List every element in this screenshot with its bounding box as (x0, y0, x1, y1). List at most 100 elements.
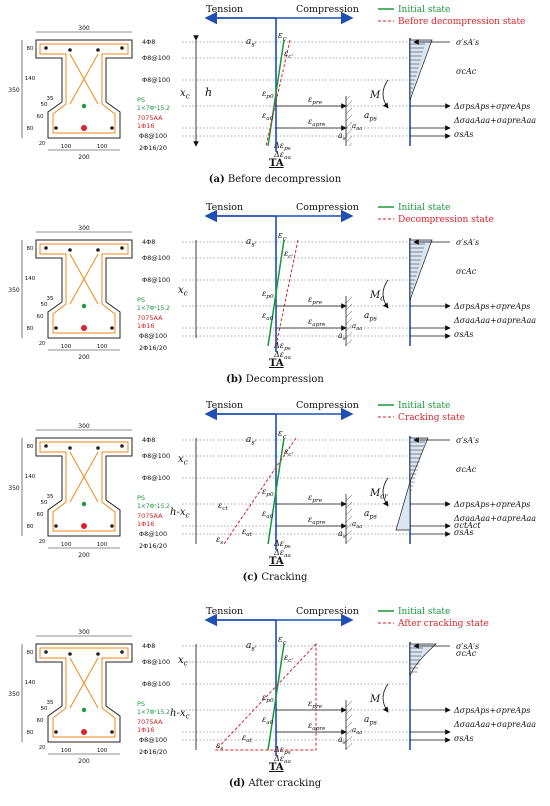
label-stirrup-1: Φ8@100 (142, 54, 170, 62)
legend-initial-label: Initial state (398, 607, 450, 617)
a-s-prime-label: as' (246, 237, 257, 248)
eps-a0-label: εa0 (262, 111, 274, 122)
legend-initial-label: Initial state (398, 203, 450, 213)
rebar-dot (44, 444, 48, 448)
rebar-dot (44, 246, 48, 250)
label-4phi8: 4Φ8 (142, 38, 155, 46)
h-minus-xc-label: h-xc (170, 507, 190, 520)
a-aa-label: aaa (352, 122, 362, 132)
support-hatch (346, 96, 352, 146)
rebar-dot (120, 46, 124, 50)
rebar-dot (110, 126, 114, 130)
label-ps-strand: 1×7Φˢ15.2 (137, 105, 170, 112)
prestress-strand-dot (81, 103, 87, 109)
xc-label: xc (178, 454, 188, 467)
eps-apre-label: εapre (308, 117, 326, 128)
delta-eps-aa-label: Δεaa (273, 150, 292, 161)
rebar-dot (120, 444, 124, 448)
dim-100-right: 100 (97, 144, 108, 150)
moment-label: M (369, 694, 381, 705)
dim-100-left: 100 (61, 144, 72, 150)
dim-35: 35 (47, 700, 54, 706)
rebar-dot (110, 524, 114, 528)
label-ps-strand: 1×7Φˢ15.2 (137, 305, 170, 312)
eps-c-label: εc (278, 429, 287, 440)
support-hatch (346, 494, 352, 544)
rebar-dot (54, 326, 58, 330)
caption-text: Decompression (243, 374, 325, 385)
eps-a0-label: εa0 (262, 715, 274, 726)
dim-100-left: 100 (61, 344, 72, 350)
label-stirrup-1: Φ8@100 (142, 452, 170, 460)
label-1phi16: 1Φ16 (137, 520, 155, 528)
eps-at-label: εat (242, 527, 253, 538)
top-force-label: σ′sA′s (456, 642, 479, 651)
top-force-label: σ′sA′s (456, 238, 479, 247)
a-s-label: as (338, 529, 346, 540)
a-s-label: as (338, 331, 346, 342)
dim-50: 50 (41, 302, 48, 308)
label-ps-strand: 1×7Φˢ15.2 (137, 709, 170, 716)
delta-eps-ps-label: Δεps (273, 141, 291, 152)
concrete-force-label: σcAc (456, 267, 477, 276)
aa-force-label: ΔσaaAaa+σapreAaa (453, 116, 536, 125)
rebar-dot (68, 652, 72, 656)
label-2phi16-20: 2Φ16/20 (139, 344, 167, 352)
legend-state-label: After cracking state (397, 619, 489, 629)
prestress-strand-dot (81, 707, 87, 713)
dim-20: 20 (39, 341, 45, 347)
caption-text: After cracking (245, 778, 321, 789)
dim-35: 35 (47, 494, 54, 500)
concrete-force-label: σcAc (456, 465, 477, 474)
dim-80-bottom: 80 (27, 524, 34, 530)
panel-caption: (b) Decompression (226, 374, 324, 385)
a-aa-label: aaa (352, 520, 362, 530)
initial-strain-line (267, 39, 285, 147)
eps-c-label: εc (278, 231, 287, 242)
aa-force-label: ΔσaaAaa+σapreAaa (453, 316, 536, 325)
label-stirrup-2: Φ8@100 (142, 76, 170, 84)
top-force-label: σ′sA′s (456, 38, 479, 47)
a-s-prime-label: as' (246, 641, 257, 652)
aluminum-bar-dot (81, 325, 87, 331)
section-outline (35, 437, 133, 537)
initial-strain-line (267, 643, 285, 751)
steel-force-label: σsAs (454, 330, 473, 339)
eps-p0-label: εp0 (262, 693, 274, 704)
dim-50: 50 (41, 102, 48, 108)
aa-force-label: ΔσaaAaa+σapreAaa (453, 720, 536, 729)
prestress-strand-dot (81, 501, 87, 507)
aluminum-bar-dot (81, 729, 87, 735)
label-stirrup-3: Φ8@100 (139, 332, 167, 340)
dim-100-left: 100 (61, 542, 72, 548)
dim-60: 60 (37, 512, 44, 518)
a-s-prime-label: as' (246, 435, 257, 446)
delta-eps-aa-label: Δεaa (273, 754, 292, 765)
a-aa-label: aaa (352, 322, 362, 332)
caption-letter: (a) (209, 174, 225, 185)
rebar-dot (68, 446, 72, 450)
dim-140: 140 (25, 276, 36, 282)
xc-label: xc (180, 88, 190, 101)
dim-200: 200 (78, 154, 90, 161)
state-strain-line (214, 642, 317, 751)
rebar-dot (44, 46, 48, 50)
delta-eps-aa-label: Δεaa (273, 548, 292, 559)
label-2phi16-20: 2Φ16/20 (139, 144, 167, 152)
initial-strain-line (267, 239, 285, 347)
eps-apre-label: εapre (308, 721, 326, 732)
support-hatch (346, 700, 352, 750)
label-stirrup-3: Φ8@100 (139, 132, 167, 140)
label-ps: PS (137, 96, 145, 104)
tension-concrete-force-label: σctAct (454, 521, 481, 530)
ta-label: TA (269, 762, 284, 773)
rebar-dot (68, 248, 72, 252)
panel-caption: (c) Cracking (243, 572, 308, 583)
dim-80-top: 80 (27, 246, 34, 252)
eps-c-prime-label: εc' (284, 249, 294, 260)
